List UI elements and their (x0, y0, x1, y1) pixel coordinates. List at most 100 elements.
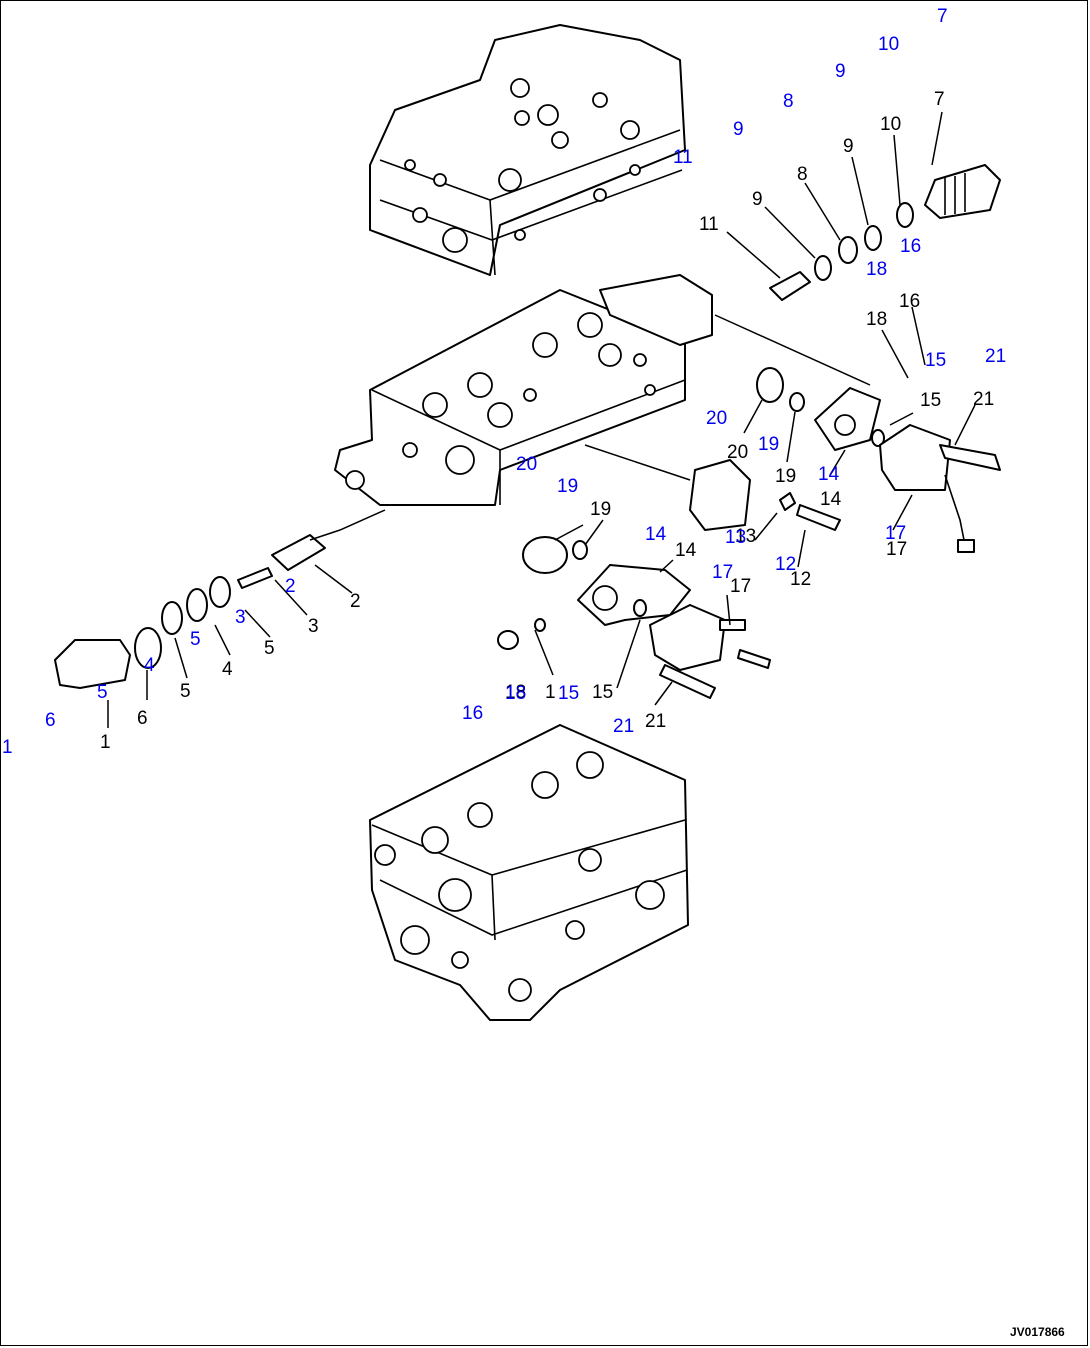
link-10[interactable]: 10 (878, 34, 899, 55)
link-6[interactable]: 6 (45, 710, 56, 731)
valve-13 (689, 459, 751, 531)
link-19[interactable]: 19 (758, 434, 779, 455)
callout-19: 19 (775, 466, 796, 487)
callout-9: 9 (843, 136, 854, 157)
valve-block-middle (334, 274, 713, 506)
callout-11: 11 (699, 214, 719, 235)
callout-17: 17 (730, 576, 751, 597)
bolt-21-lower (659, 664, 716, 699)
callout-1: 1 (545, 682, 556, 703)
spring-3 (237, 567, 273, 589)
figure-code: JV017866 (1010, 1325, 1065, 1339)
o-ring-4 (186, 588, 208, 622)
link-19[interactable]: 19 (557, 476, 578, 497)
o-ring-6 (134, 627, 162, 669)
link-18[interactable]: 18 (505, 683, 526, 704)
screw-17-lower (719, 619, 746, 631)
callout-12: 12 (790, 569, 811, 590)
callout-13: 13 (735, 526, 756, 547)
o-ring-19 (789, 392, 805, 412)
o-ring-20 (756, 367, 784, 403)
link-1[interactable]: 1 (2, 737, 13, 758)
bolt-12 (796, 504, 841, 531)
link-20[interactable]: 20 (516, 454, 537, 475)
callout-6: 6 (137, 708, 148, 729)
callout-5: 5 (264, 638, 275, 659)
o-ring-9b (814, 255, 832, 281)
callout-9: 9 (752, 189, 763, 210)
link-9[interactable]: 9 (733, 119, 744, 140)
callout-14: 14 (675, 540, 697, 561)
link-14[interactable]: 14 (645, 524, 667, 545)
link-3[interactable]: 3 (235, 607, 246, 628)
callout-21: 21 (973, 389, 994, 410)
link-20[interactable]: 20 (706, 408, 727, 429)
callout-10: 10 (880, 114, 901, 135)
spool-2 (271, 534, 326, 571)
screw-lower-right (737, 649, 771, 669)
link-2[interactable]: 2 (285, 576, 296, 597)
link-11[interactable]: 11 (673, 147, 693, 168)
callout-18: 18 (505, 682, 526, 703)
nut-18-lower (497, 630, 519, 650)
callout-17: 17 (886, 539, 907, 560)
ring-16-lower (534, 618, 546, 632)
callout-3: 3 (308, 616, 319, 637)
link-18[interactable]: 18 (866, 259, 887, 280)
callout-20: 20 (727, 442, 748, 463)
backup-ring-5b (209, 576, 231, 608)
o-ring-19-lower (522, 536, 568, 574)
o-ring-15-right (871, 429, 885, 447)
callout-1: 1 (100, 732, 111, 753)
callout-15: 15 (592, 682, 613, 703)
link-21[interactable]: 21 (985, 346, 1006, 367)
valve-block-bottom (369, 724, 689, 1021)
leader-lines (107, 111, 976, 728)
callout-18: 18 (866, 309, 887, 330)
callout-14: 14 (820, 489, 842, 510)
connector-right (957, 539, 975, 553)
link-4[interactable]: 4 (144, 655, 155, 676)
link-5[interactable]: 5 (190, 629, 201, 650)
callout-numbers: 1234556789910111213141415151611717181819… (100, 89, 994, 753)
link-16[interactable]: 16 (900, 236, 921, 257)
link-16[interactable]: 16 (462, 703, 483, 724)
o-ring-10 (896, 202, 914, 228)
wire-right (944, 474, 966, 546)
plug-1 (54, 639, 131, 689)
o-ring-19-small (572, 540, 588, 560)
plug-11 (769, 271, 811, 301)
callout-21: 21 (645, 711, 666, 732)
link-17[interactable]: 17 (885, 523, 906, 544)
link-14[interactable]: 14 (818, 464, 840, 485)
link-12[interactable]: 12 (775, 554, 796, 575)
callout-7: 7 (934, 89, 945, 110)
o-ring-15-lower (633, 599, 647, 617)
link-8[interactable]: 8 (783, 91, 794, 112)
link-7[interactable]: 7 (937, 6, 948, 27)
link-15[interactable]: 15 (558, 683, 579, 704)
link-15[interactable]: 15 (925, 350, 946, 371)
link-17[interactable]: 17 (712, 562, 733, 583)
backup-ring-8 (838, 236, 858, 264)
link-13[interactable]: 13 (725, 527, 746, 548)
callout-5: 5 (180, 681, 191, 702)
callout-15: 15 (920, 390, 941, 411)
plug-13-small (779, 492, 796, 511)
callout-4: 4 (222, 659, 233, 680)
bolt-21-right (939, 444, 1001, 471)
o-ring-9a (864, 225, 882, 251)
callout-16: 16 (899, 291, 920, 312)
relief-valve-7 (924, 164, 1001, 219)
link-9[interactable]: 9 (835, 61, 846, 82)
solenoid-17-lower (649, 604, 726, 671)
valve-block-top (369, 24, 686, 276)
solenoid-17-right (879, 424, 951, 491)
link-5[interactable]: 5 (97, 682, 108, 703)
callout-2: 2 (350, 591, 361, 612)
backup-ring-5 (161, 601, 183, 635)
link-21[interactable]: 21 (613, 716, 634, 737)
callout-8: 8 (797, 164, 808, 185)
